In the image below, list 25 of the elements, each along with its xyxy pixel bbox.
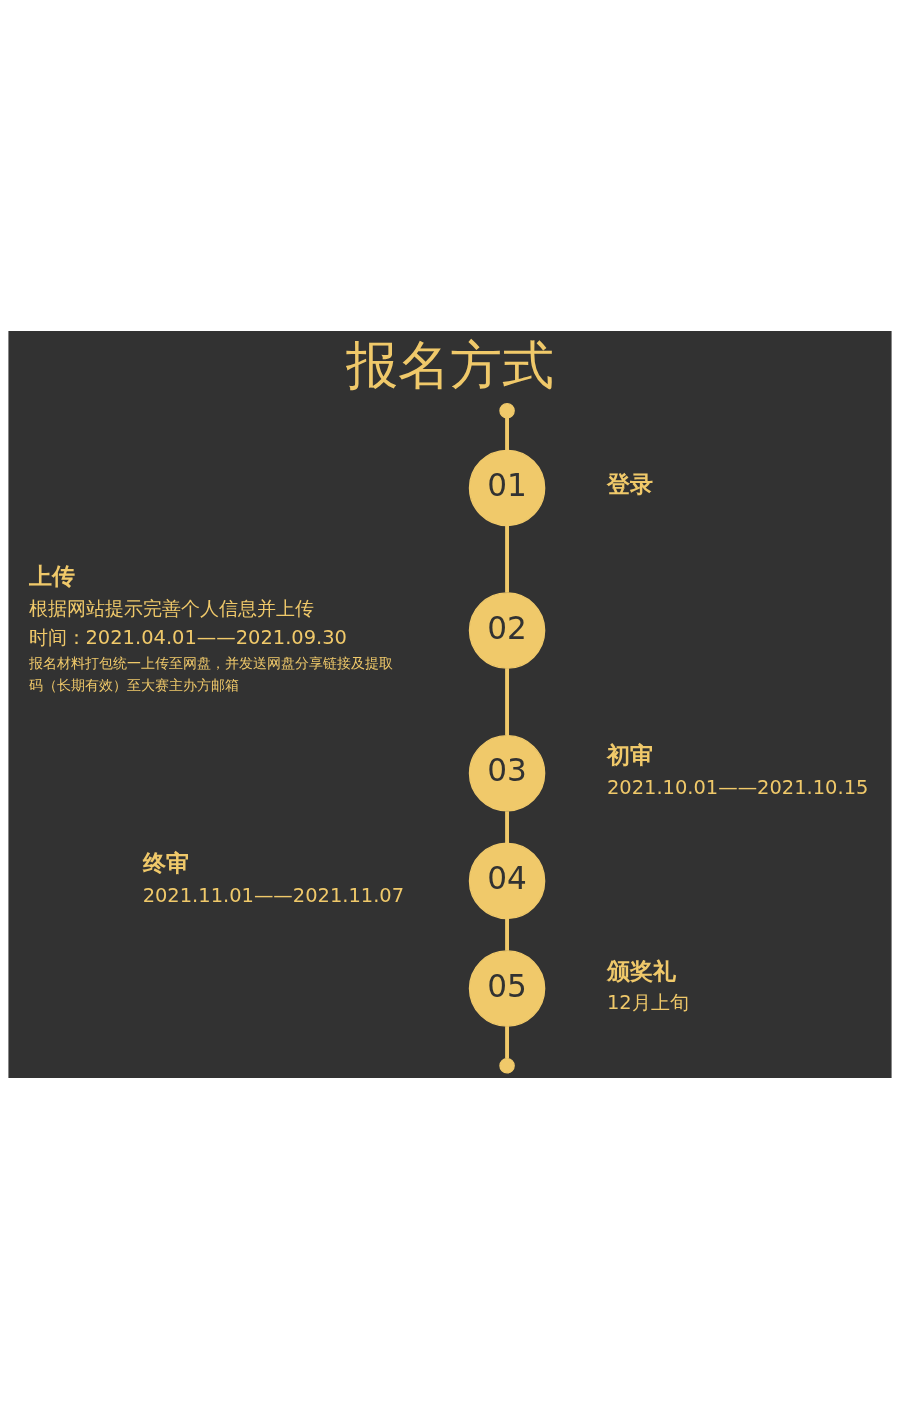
connector [505,667,509,735]
node-circle: 03 [468,734,546,811]
node-circle [499,1057,515,1073]
node-label: 根据网站提示完善个人信息并上传 [28,596,314,620]
diagram-title: 报名方式 [346,334,554,395]
node-label: 终审 [142,848,189,877]
node-label: 颁奖礼 [606,956,676,985]
connector [505,810,509,843]
node-label: 时间：2021.04.01——2021.09.30 [28,625,347,649]
connector [505,417,509,450]
node-label: 12月上旬 [606,990,689,1014]
node-label: 报名材料打包统一上传至网盘，并发送网盘分享链接及提取码（长期有效）至大赛主办方邮箱 [28,654,393,693]
node-circle [499,402,515,419]
node-label: 2021.11.01——2021.11.07 [142,883,405,907]
connector [505,525,509,593]
node-circle: 01 [468,449,546,526]
node-label: 初审 [606,740,653,769]
node-label: 2021.10.01——2021.10.15 [606,775,869,799]
node-label: 登录 [606,469,653,498]
node-circle: 05 [468,949,546,1027]
node-label: 上传 [28,561,75,590]
node-circle: 02 [468,591,546,669]
connector [505,918,509,951]
node-circle: 04 [468,842,546,919]
connector [505,1025,509,1058]
